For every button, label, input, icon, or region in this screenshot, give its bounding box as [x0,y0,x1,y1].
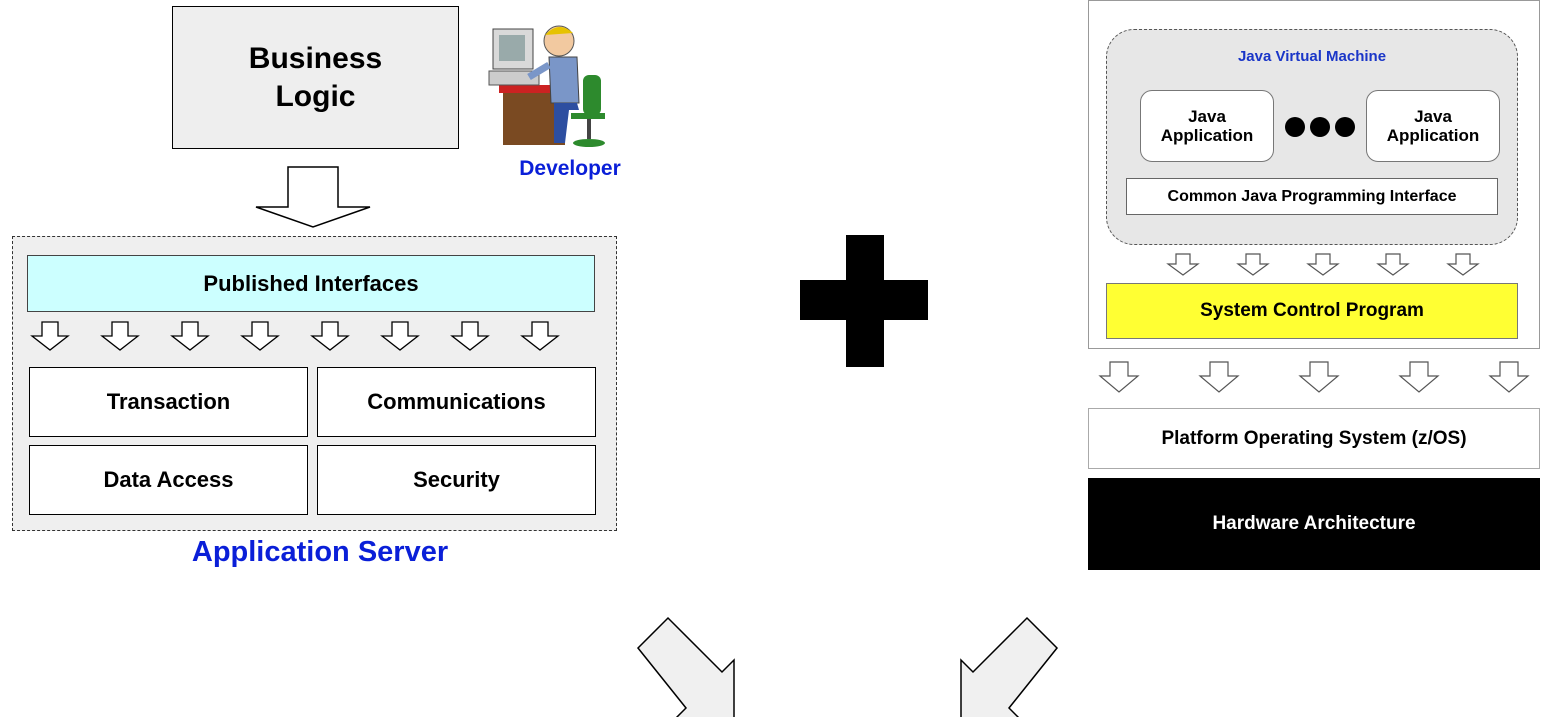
small-down-arrow-icon [1376,253,1410,276]
common-java-programming-interface-box: Common Java Programming Interface [1126,178,1498,215]
small-down-arrow-icon [1198,361,1240,393]
small-down-arrow-icon [1306,253,1340,276]
hardware-architecture-box: Hardware Architecture [1088,478,1540,570]
communications-box: Communications [317,367,596,437]
ellipsis-dots-icon [1285,117,1355,137]
small-down-arrow-icon [30,321,70,351]
platform-arrows [1098,361,1530,393]
small-down-arrow-icon [1398,361,1440,393]
business-logic-box: Business Logic [172,6,459,149]
small-down-arrow-icon [380,321,420,351]
small-down-arrow-icon [100,321,140,351]
small-down-arrow-icon [1098,361,1140,393]
java-application-line2: Application [1386,126,1480,145]
jvm-arrows [1166,253,1480,276]
small-down-arrow-icon [170,321,210,351]
business-logic-line2: Logic [275,79,356,113]
small-down-arrow-icon [1298,361,1340,393]
application-server-label: Application Server [191,536,449,568]
java-application-box: Java Application [1140,90,1274,162]
small-down-arrow-icon [520,321,560,351]
java-application-line2: Application [1160,126,1254,145]
small-down-arrow-icon [450,321,490,351]
plus-icon [800,235,928,367]
published-interfaces-box: Published Interfaces [27,255,595,312]
interface-arrows [30,321,560,351]
java-application-line1: Java [1188,107,1226,126]
small-down-arrow-icon [1236,253,1270,276]
diagonal-down-right-arrow-icon [636,616,735,717]
diagonal-down-left-arrow-icon [960,616,1059,717]
developer-label: Developer [519,157,621,180]
system-control-program-box: System Control Program [1106,283,1518,339]
down-arrow-icon [255,166,371,228]
small-down-arrow-icon [310,321,350,351]
java-application-box: Java Application [1366,90,1500,162]
small-down-arrow-icon [240,321,280,351]
small-down-arrow-icon [1488,361,1530,393]
jvm-title: Java Virtual Machine [1237,48,1387,65]
business-logic-line1: Business [248,41,383,75]
data-access-box: Data Access [29,445,308,515]
developer-icon [488,25,605,147]
platform-operating-system-box: Platform Operating System (z/OS) [1088,408,1540,469]
transaction-box: Transaction [29,367,308,437]
small-down-arrow-icon [1446,253,1480,276]
security-box: Security [317,445,596,515]
small-down-arrow-icon [1166,253,1200,276]
java-application-line1: Java [1414,107,1452,126]
